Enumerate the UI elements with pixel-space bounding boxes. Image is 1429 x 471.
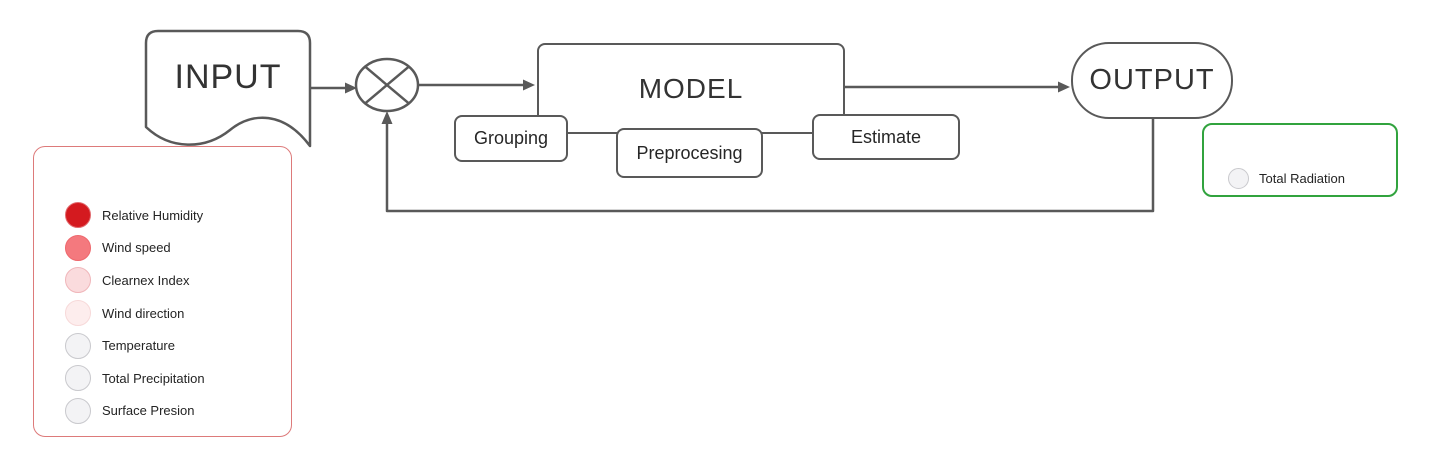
legend-item-surface-presion: Surface Presion [34, 395, 291, 428]
input-document-shape [144, 29, 312, 148]
step-preprocesing-node: Preprocesing [616, 128, 763, 178]
arrowhead-model-to-output-icon [1058, 81, 1070, 93]
model-node: MODEL [537, 43, 845, 134]
legend-item-label: Total Precipitation [102, 370, 205, 386]
step-preprocesing-label: Preprocesing [636, 142, 743, 163]
model-node-label: MODEL [638, 72, 744, 104]
legend-item-label: Wind speed [102, 240, 171, 256]
legend-marker-icon [1228, 168, 1249, 189]
legend-item-label: Total Radiation [1259, 171, 1345, 186]
legend-item-total-precipitation: Total Precipitation [34, 362, 291, 395]
arrowhead-multiply-to-model-icon [523, 79, 535, 91]
input-node-label: INPUT [174, 57, 282, 96]
feedback-arrowhead-icon [381, 111, 393, 124]
feedback-loop-line [385, 119, 1155, 213]
legend-item-relative-humidity: Relative Humidity [34, 199, 291, 232]
legend-item-clearnex-index: Clearnex Index [34, 264, 291, 297]
legend-item-label: Clearnex Index [102, 272, 190, 288]
legend-item-label: Temperature [102, 338, 175, 354]
legend-marker-icon [65, 300, 91, 327]
step-estimate-node: Estimate [812, 114, 960, 160]
input-legend-box: Relative Humidity Wind speed Clearnex In… [33, 146, 292, 437]
legend-item-temperature: Temperature [34, 329, 291, 362]
output-node: OUTPUT [1071, 42, 1233, 119]
legend-marker-icon [65, 397, 91, 424]
legend-item-wind-direction: Wind direction [34, 297, 291, 330]
step-estimate-label: Estimate [850, 126, 922, 147]
arrowhead-input-to-multiply-icon [345, 82, 357, 94]
legend-marker-icon [65, 365, 91, 392]
output-legend-box: Total Radiation [1202, 123, 1398, 197]
legend-item-label: Relative Humidity [102, 207, 204, 223]
legend-item-label: Wind direction [102, 305, 185, 321]
legend-item-label: Surface Presion [102, 403, 195, 419]
input-legend-rows: Relative Humidity Wind speed Clearnex In… [34, 199, 291, 427]
multiply-node-icon [354, 57, 420, 113]
legend-marker-icon [65, 202, 91, 229]
legend-marker-icon [65, 267, 91, 294]
step-grouping-label: Grouping [473, 128, 549, 148]
step-grouping-node: Grouping [454, 115, 568, 162]
legend-item-wind-speed: Wind speed [34, 232, 291, 265]
legend-item-total-radiation: Total Radiation [1228, 168, 1345, 189]
output-node-label: OUTPUT [1089, 64, 1215, 96]
legend-marker-icon [65, 332, 91, 359]
legend-marker-icon [65, 234, 91, 261]
